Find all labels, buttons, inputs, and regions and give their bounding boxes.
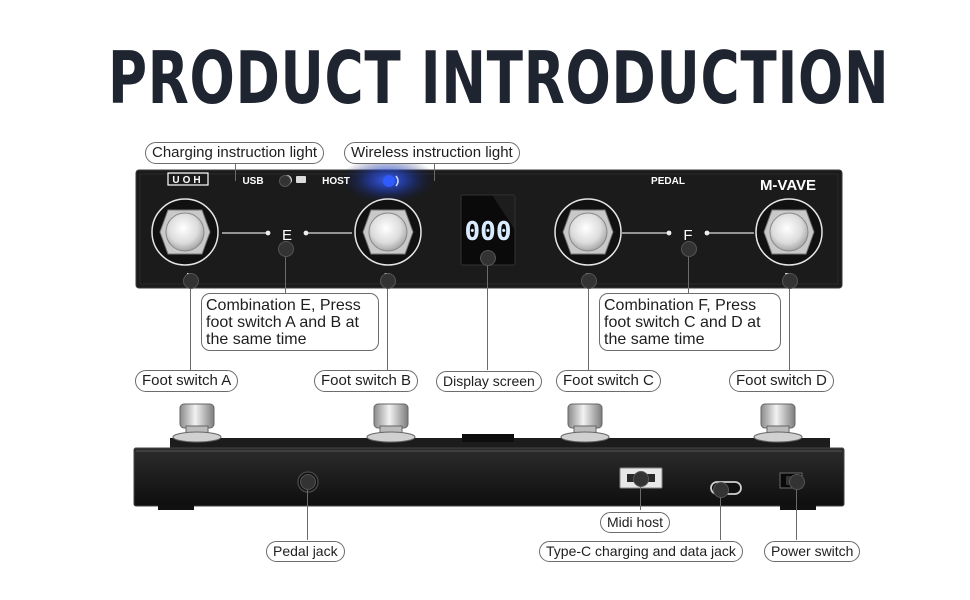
wifi-icon xyxy=(395,175,399,187)
foot-switch-b-top xyxy=(354,198,422,266)
combination-f-line-1: Combination F, Press xyxy=(604,297,757,314)
combination-e-line-3: the same time xyxy=(206,331,307,348)
battery-icon xyxy=(296,176,306,183)
callout-combination-f: Combination F, Press foot switch C and D… xyxy=(599,293,781,351)
callout-type-c: Type-C charging and data jack xyxy=(539,541,743,562)
foot-switch-a-top xyxy=(151,198,219,266)
callout-foot-switch-b: Foot switch B xyxy=(314,370,419,392)
callout-foot-switch-a: Foot switch A xyxy=(135,370,239,392)
callout-foot-switch-d: Foot switch D xyxy=(729,370,834,392)
callout-foot-switch-c: Foot switch C xyxy=(556,370,661,392)
marker-switch-b xyxy=(380,273,396,289)
callout-display-screen: Display screen xyxy=(436,371,542,392)
callout-power-switch: Power switch xyxy=(764,541,861,562)
foot-switch-d-side xyxy=(753,403,803,443)
host-label: HOST xyxy=(322,176,350,187)
callout-pedal-jack: Pedal jack xyxy=(266,541,345,562)
foot-switch-a-side xyxy=(172,403,222,443)
callout-wireless-light: Wireless instruction light xyxy=(344,142,520,164)
marker-switch-a xyxy=(183,273,199,289)
uoh-label: UOH xyxy=(172,175,203,186)
page-title: PRODUCT INTRODUCTION xyxy=(108,36,890,120)
display-value: 000 xyxy=(465,217,512,247)
foot-switch-c-side xyxy=(560,403,610,443)
letter-f: F xyxy=(683,227,692,244)
combination-e-line-1: Combination E, Press xyxy=(206,297,361,314)
pedal-label: PEDAL xyxy=(651,176,685,187)
wireless-light xyxy=(383,175,395,187)
combination-f-line-2: foot switch C and D at xyxy=(604,314,761,331)
marker-display xyxy=(480,250,496,266)
callout-charging-light: Charging instruction light xyxy=(145,142,325,164)
marker-pedal-jack xyxy=(300,474,316,490)
marker-power-switch xyxy=(789,474,805,490)
foot-switch-d-top xyxy=(755,198,823,266)
combination-e-line-2: foot switch A and B at xyxy=(206,314,359,331)
foot-switch-b-side xyxy=(366,403,416,443)
marker-type-c xyxy=(713,482,729,498)
marker-charging-light xyxy=(279,175,291,187)
pedal-side-body xyxy=(133,447,845,507)
marker-combination-f xyxy=(681,241,697,257)
uoh-box xyxy=(167,172,209,186)
callout-combination-e: Combination E, Press foot switch A and B… xyxy=(201,293,379,351)
callout-midi-host: Midi host xyxy=(600,512,671,533)
combination-f-line-3: the same time xyxy=(604,331,705,348)
marker-switch-d xyxy=(782,273,798,289)
marker-switch-c xyxy=(581,273,597,289)
foot-switch-c-top xyxy=(554,198,622,266)
marker-midi-host xyxy=(633,471,649,487)
letter-e: E xyxy=(282,227,292,244)
brand-logo: M-VAVE xyxy=(760,177,816,194)
usb-label: USB xyxy=(242,176,263,187)
marker-combination-e xyxy=(278,241,294,257)
